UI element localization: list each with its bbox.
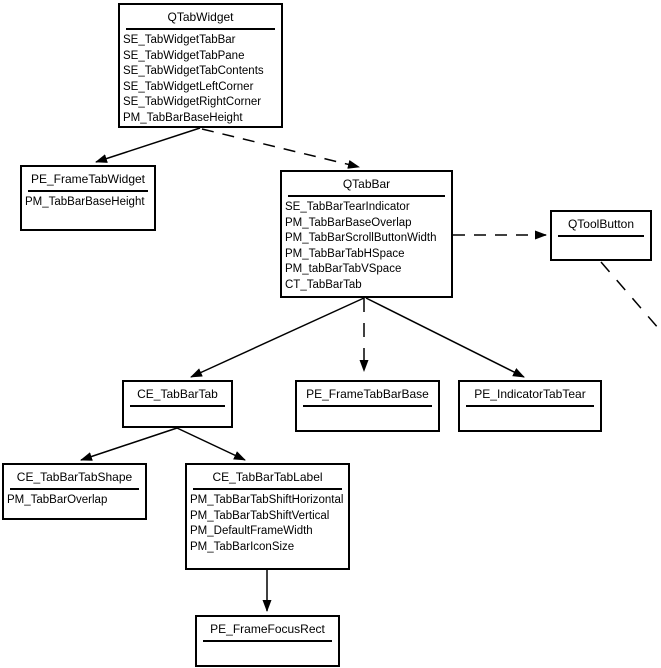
node-item: PM_TabBarIconSize	[190, 540, 295, 553]
node-item: PM_TabBarBaseHeight	[25, 196, 145, 208]
node-item: PM_TabBarBaseHeight	[123, 111, 243, 124]
edge-ce-tab-bar-tab-to-ce-tab-bar-tab-shape	[80, 427, 178, 461]
node-title: QTabBar	[342, 177, 391, 191]
node-title: PE_FrameTabBarBase	[306, 387, 429, 401]
title-separator	[303, 405, 432, 407]
node-item: PM_TabBarScrollButtonWidth	[285, 232, 437, 244]
node-item: PM_tabBarTabVSpace	[285, 263, 402, 275]
node-item: CT_TabBarTab	[285, 278, 362, 291]
node-title: PE_IndicatorTabTear	[474, 387, 586, 401]
node-item: PM_TabBarTabShiftHorizontal	[190, 494, 344, 506]
edge-qtoolbutton-to-offscreen-bottom-right	[600, 261, 660, 330]
node-title: QToolButton	[567, 217, 635, 231]
node-pe-indicator-tab-tear: PE_IndicatorTabTear	[458, 380, 602, 432]
node-item: SE_TabBarTearIndicator	[285, 201, 410, 213]
node-title: PE_FrameFocusRect	[210, 622, 325, 636]
edge-qtabwidget-to-qtabbar	[201, 128, 360, 169]
title-separator	[288, 195, 445, 197]
edge-qtabbar-to-pe-indicator-tab-tear	[365, 297, 525, 378]
node-item: SE_TabWidgetLeftCorner	[123, 80, 254, 93]
title-separator	[203, 640, 332, 642]
edge-ce-tab-bar-tab-to-ce-tab-bar-tab-label	[176, 427, 246, 461]
node-pe-frame-focus-rect: PE_FrameFocusRect	[195, 615, 340, 667]
node-ce-tab-bar-tab: CE_TabBarTab	[122, 380, 233, 428]
node-title: QTabWidget	[167, 10, 234, 24]
title-separator	[126, 28, 275, 30]
edge-qtabwidget-to-pe-frame-tab-widget	[95, 127, 201, 163]
node-pe-frame-tab-bar-base: PE_FrameTabBarBase	[295, 380, 440, 432]
node-title: CE_TabBarTab	[137, 387, 218, 401]
node-title: CE_TabBarTabLabel	[212, 470, 323, 484]
node-item: SE_TabWidgetTabContents	[123, 65, 264, 77]
node-item: SE_TabWidgetTabPane	[123, 49, 245, 62]
node-item-list: PM_TabBarOverlap	[4, 492, 145, 509]
title-separator	[466, 405, 594, 407]
title-separator	[130, 405, 225, 407]
node-item-list: PM_TabBarBaseHeight	[22, 194, 154, 211]
title-separator	[193, 488, 342, 490]
node-item: PM_DefaultFrameWidth	[190, 525, 313, 537]
node-item: PM_TabBarOverlap	[7, 494, 108, 506]
node-item: PM_TabBarTabHSpace	[285, 247, 405, 260]
node-item: PM_TabBarBaseOverlap	[285, 216, 412, 229]
node-item: SE_TabWidgetRightCorner	[123, 96, 262, 108]
title-separator	[28, 190, 148, 192]
title-separator	[558, 235, 644, 237]
title-separator	[10, 488, 139, 490]
node-qtoolbutton: QToolButton	[550, 210, 652, 261]
node-title: PE_FrameTabWidget	[30, 172, 146, 186]
node-title: CE_TabBarTabShape	[16, 470, 133, 484]
node-item: PM_TabBarTabShiftVertical	[190, 509, 330, 522]
edge-qtabbar-to-ce-tab-bar-tab	[190, 297, 365, 378]
node-item: SE_TabWidgetTabBar	[123, 34, 236, 46]
